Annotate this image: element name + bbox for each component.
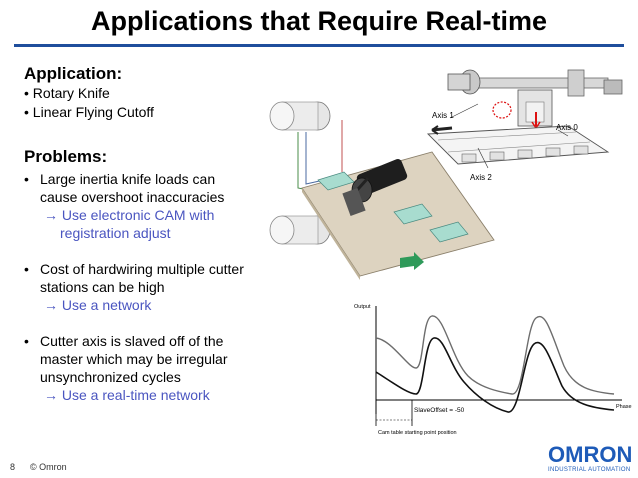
cam-y-label: Output (354, 304, 371, 310)
copyright: © Omron (30, 462, 67, 472)
problems-heading: Problems: (24, 147, 108, 166)
bullet-marker: • (24, 261, 29, 277)
problem-bullet-slaved-axis: • Cutter axis is slaved off of the master… (24, 332, 284, 404)
logo-subtitle: INDUSTRIAL AUTOMATION (548, 467, 631, 473)
page-number: 8 (10, 462, 16, 472)
axis2-label: Axis 2 (470, 173, 492, 182)
problem-text: Cutter axis is slaved off of the (40, 333, 224, 349)
solution-text: → Use electronic CAM with (44, 207, 215, 223)
application-section: Application: • Rotary Knife • Linear Fly… (24, 64, 154, 122)
application-item-rotary-knife: • Rotary Knife (24, 85, 110, 101)
axis1-label: Axis 1 (432, 111, 454, 120)
title-underline (14, 44, 624, 47)
solution-text: → Use a real-time network (44, 387, 210, 403)
problem-text: cause overshoot inaccuracies (40, 189, 225, 205)
solution-text: → Use a network (44, 297, 152, 313)
axis0-label: Axis 0 (556, 123, 578, 132)
rotary-knife-diagram (269, 101, 495, 280)
cam-curve-outer (375, 315, 615, 395)
cam-x-label: Phase (616, 404, 632, 410)
omron-logo: OMRON INDUSTRIAL AUTOMATION (548, 444, 632, 474)
problem-text: Cost of hardwiring multiple cutter (40, 261, 244, 277)
problem-text: stations can be high (40, 279, 165, 295)
problems-section: Problems: • Large inertia knife loads can… (24, 146, 284, 404)
flying-cutoff-diagram: Axis 1 Axis 0 Axis 2 (426, 69, 623, 182)
cam-profile-chart: Output Phase SlaveOffset = -50 Cam table… (354, 304, 632, 436)
problem-bullet-inertia: • Large inertia knife loads can cause ove… (24, 170, 284, 242)
problem-text: master which may be irregular (40, 351, 228, 367)
bullet-marker: • (24, 171, 29, 187)
problem-text: Large inertia knife loads can (40, 171, 216, 187)
cam-curve-inner (375, 337, 615, 413)
bullet-marker: • (24, 333, 29, 349)
cam-start-label: Cam table starting point position (378, 430, 457, 436)
solution-text: registration adjust (60, 225, 171, 241)
slave-offset-label: SlaveOffset = -50 (414, 407, 465, 414)
logo-wordmark: OMRON (548, 442, 633, 467)
problem-bullet-hardwiring: • Cost of hardwiring multiple cutter stat… (24, 260, 284, 314)
application-heading: Application: (24, 64, 123, 83)
problem-text: unsynchronized cycles (40, 369, 181, 385)
page-title: Applications that Require Real-time (90, 6, 548, 36)
application-item-linear-flying-cutoff: • Linear Flying Cutoff (24, 104, 154, 120)
